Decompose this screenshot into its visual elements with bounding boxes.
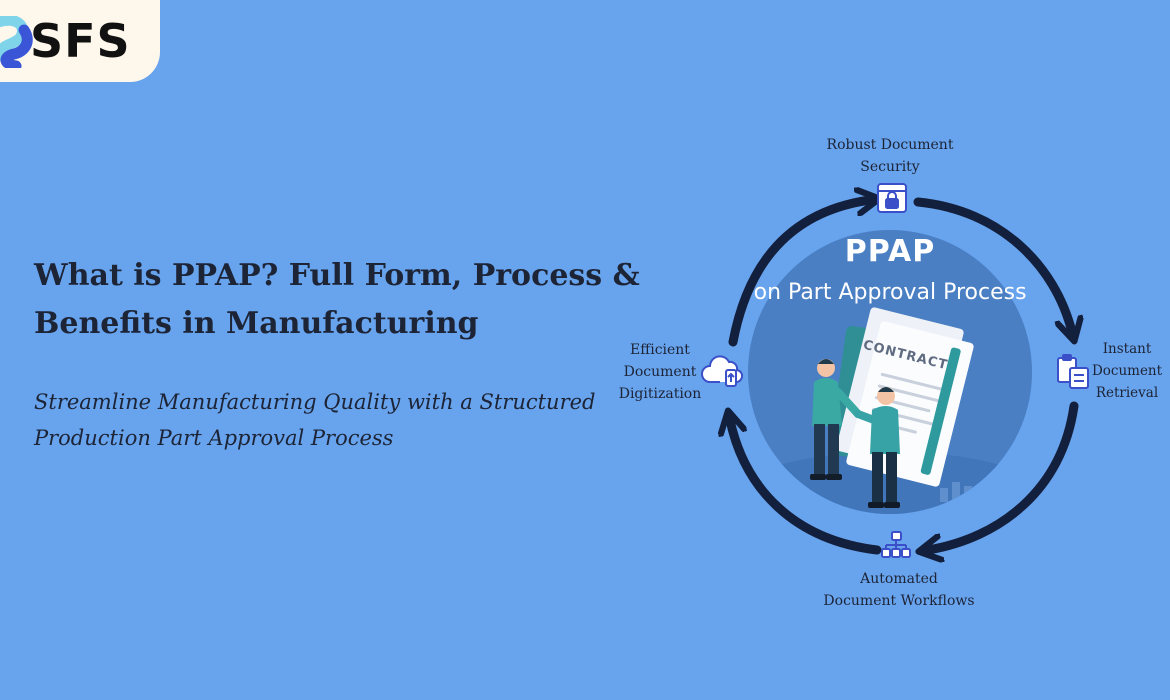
ppap-title: PPAP (844, 234, 936, 269)
ppap-subtitle: Production Part Approval Process (752, 280, 1027, 305)
node-label-line: Efficient (630, 342, 690, 358)
node-label-line: Robust Document (826, 137, 954, 153)
cloud-upload-icon (701, 355, 744, 387)
brand-name: SFS (30, 14, 131, 68)
node-label-line: Automated (860, 571, 938, 587)
handshake-people-illustration (810, 359, 900, 508)
workflow-hierarchy-icon (881, 531, 911, 558)
node-label-line: Document Workflows (823, 593, 975, 609)
node-label-line: Retrieval (1095, 385, 1159, 401)
node-label-line: Instant (1102, 341, 1152, 357)
cycle-artwork (701, 183, 1089, 640)
page-subtitle: Streamline Manufacturing Quality with a … (34, 384, 634, 456)
node-label-digitization: Efficient Document Digitization (600, 339, 720, 405)
node-label-line: Digitization (618, 386, 702, 402)
page-title-line: What is PPAP? Full Form, Process & (34, 258, 640, 293)
page-subtitle-line: Streamline Manufacturing Quality with a … (34, 390, 596, 414)
node-label-security: Robust Document Security (820, 134, 960, 178)
sfs-mark-icon (0, 16, 33, 68)
lock-document-icon (877, 183, 907, 213)
ppap-subtitle-clip: Production Part Approval Process (752, 280, 1028, 312)
page-title-line: Benefits in Manufacturing (34, 306, 479, 341)
node-label-line: Document (623, 364, 697, 380)
clipboard-documents-icon (1057, 354, 1089, 389)
ppap-cycle-diagram: PPAP Production Part Approval Process CO… (600, 120, 1170, 640)
brand-logo[interactable]: SFS (0, 0, 160, 82)
node-label-line: Security (860, 159, 920, 175)
page-title: What is PPAP? Full Form, Process & Benef… (34, 252, 640, 348)
cycle-arrows (730, 200, 1074, 550)
node-label-retrieval: Instant Document Retrieval (1084, 338, 1170, 404)
page-subtitle-line: Production Part Approval Process (34, 426, 394, 450)
node-label-workflows: Automated Document Workflows (806, 568, 992, 612)
node-label-line: Document (1091, 363, 1163, 379)
